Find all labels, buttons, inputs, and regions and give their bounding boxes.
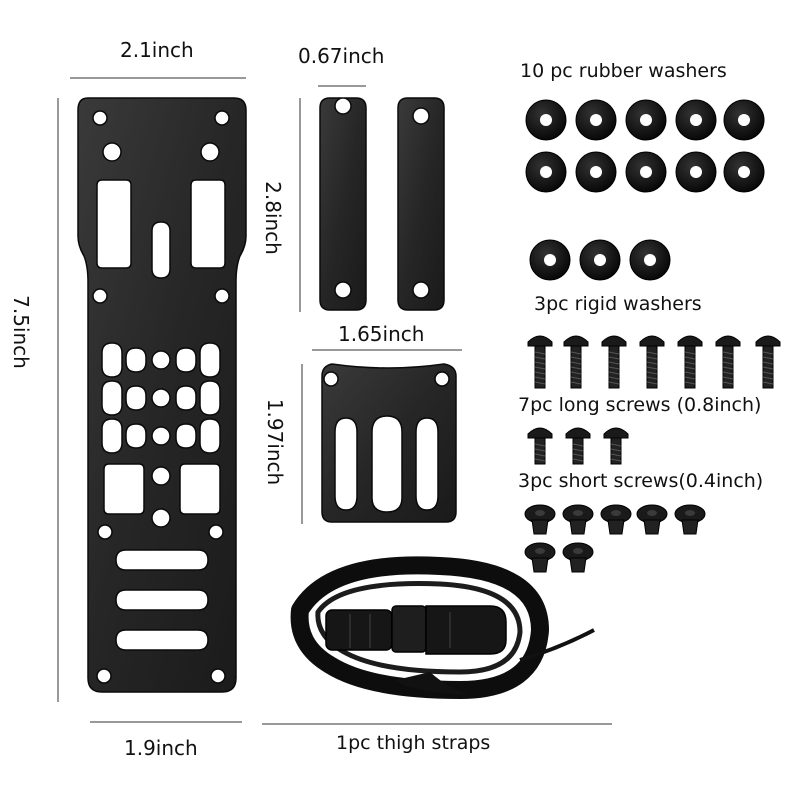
rubber-washer-icon <box>575 151 617 193</box>
strap-loop <box>290 556 549 699</box>
thigh-straps-label: 1pc thigh straps <box>336 732 491 754</box>
strap-bar-left <box>319 97 367 311</box>
main-width-bottom-label: 1.9inch <box>124 736 198 760</box>
screw-nut-icon <box>562 542 594 573</box>
strap-bars <box>319 97 445 311</box>
long-screw-icon <box>715 335 741 389</box>
rigid-washers <box>529 239 671 281</box>
short-screw-icon <box>527 427 553 465</box>
main-height-label: 7.5inch <box>8 295 33 369</box>
rigid-washer-icon <box>529 239 571 281</box>
buckle-center <box>391 605 427 653</box>
rubber-washer-icon <box>625 99 667 141</box>
screw-nuts <box>524 504 706 573</box>
small-plate-width-label: 1.65inch <box>338 322 425 346</box>
short-screw-icon <box>603 427 629 465</box>
short-screws-label: 3pc short screws(0.4inch) <box>518 470 764 492</box>
long-screws <box>527 335 781 389</box>
rigid-washer-icon <box>579 239 621 281</box>
rubber-washer-icon <box>625 151 667 193</box>
screw-nut-icon <box>524 504 556 535</box>
rubber-washer-icon <box>675 151 717 193</box>
screw-nut-icon <box>524 542 556 573</box>
strap-end <box>396 672 470 695</box>
rubber-washer-icon <box>675 99 717 141</box>
strap-width-label: 0.67inch <box>298 44 385 68</box>
screw-nut-icon <box>562 504 594 535</box>
small-mount-plate <box>321 363 457 523</box>
long-screw-icon <box>639 335 665 389</box>
long-screw-icon <box>601 335 627 389</box>
buckle-right <box>425 605 507 655</box>
rubber-washers-label: 10 pc rubber washers <box>520 60 727 82</box>
rubber-washer-icon <box>525 99 567 141</box>
main-width-top-label: 2.1inch <box>120 38 194 62</box>
dimension-lines <box>57 77 612 725</box>
rubber-washer-icon <box>723 99 765 141</box>
screw-nut-icon <box>674 504 706 535</box>
short-screw-icon <box>565 427 591 465</box>
strap-tail <box>519 628 595 662</box>
short-screws <box>527 427 629 465</box>
rigid-washers-label: 3pc rigid washers <box>534 293 702 315</box>
long-screw-icon <box>563 335 589 389</box>
rubber-washers <box>525 99 765 193</box>
thigh-strap <box>290 556 595 699</box>
long-screw-icon <box>527 335 553 389</box>
main-panel-plate <box>77 97 247 693</box>
rubber-washer-icon <box>525 151 567 193</box>
rubber-washer-icon <box>575 99 617 141</box>
rigid-washer-icon <box>629 239 671 281</box>
long-screw-icon <box>755 335 781 389</box>
screw-nut-icon <box>636 504 668 535</box>
strap-height-label: 2.8inch <box>260 181 285 255</box>
long-screws-label: 7pc long screws (0.8inch) <box>518 394 762 416</box>
buckle-left <box>325 609 393 651</box>
rubber-washer-icon <box>723 151 765 193</box>
strap-inner-loop <box>315 581 523 675</box>
long-screw-icon <box>677 335 703 389</box>
small-plate-height-label: 1.97inch <box>263 398 288 486</box>
screw-nut-icon <box>600 504 632 535</box>
strap-bar-right <box>397 97 445 311</box>
